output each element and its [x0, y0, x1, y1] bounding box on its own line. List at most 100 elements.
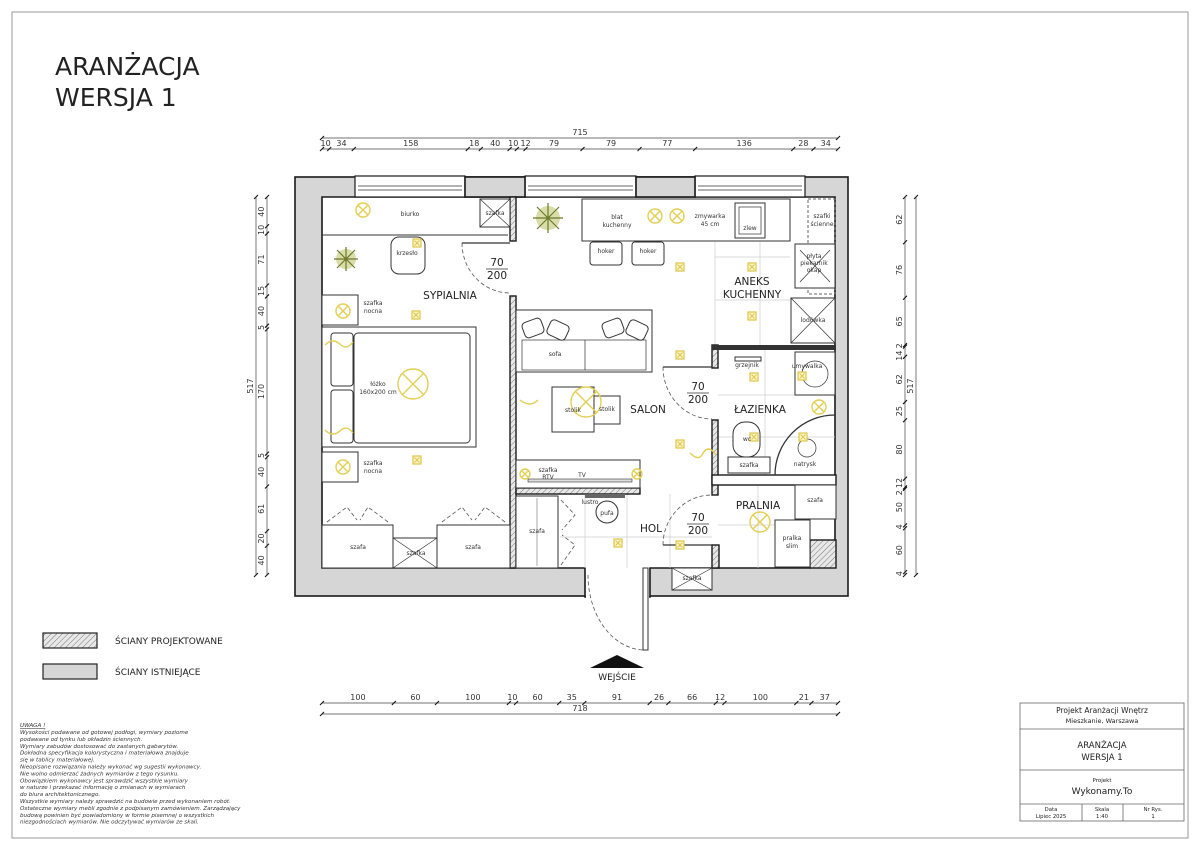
- light-point-icon: [675, 540, 685, 550]
- ceiling-lamp-icon: [811, 399, 827, 415]
- dimension-tick: [722, 700, 727, 706]
- dimension-tick: [580, 146, 585, 152]
- light-point-icon: [675, 350, 685, 360]
- notes-line: podawane od tynku lub okładzin ściennych…: [19, 736, 143, 743]
- legend-swatch-projected: [42, 632, 98, 649]
- bedroom-door[interactable]: [461, 242, 511, 294]
- room-label-hol: HOL: [640, 523, 662, 535]
- nightstand-2: [321, 451, 359, 483]
- label-pralka: slim: [786, 543, 798, 550]
- notes-line: Nie wolno odmierzać żadnych wymiarów z t…: [20, 770, 179, 777]
- dimension-value: 14: [895, 351, 904, 361]
- dimension-tick: [913, 572, 919, 578]
- label-pralka: pralka: [783, 535, 802, 542]
- radiator: [734, 356, 762, 362]
- bathroom-door[interactable]: [662, 366, 713, 420]
- lamp-cross: [633, 470, 641, 478]
- dimension-tick: [319, 135, 325, 141]
- dimension-tick: [319, 700, 325, 706]
- notes-heading: UWAGA !: [20, 723, 45, 729]
- window-1: [354, 175, 466, 198]
- label-szafka: szafka: [682, 575, 701, 582]
- light-switch-icon: [324, 340, 354, 348]
- dimension-tick: [264, 451, 270, 457]
- dimension-tick: [902, 417, 908, 423]
- light-point-icon: [412, 455, 422, 465]
- ceiling-lamp-icon: [355, 202, 371, 218]
- ceiling-lamp-icon: [570, 386, 602, 418]
- dimension-value: 100: [465, 693, 480, 702]
- dimension-value: 158: [403, 139, 418, 148]
- dimension-tick: [902, 344, 908, 349]
- room-label-aneks-1: ANEKS: [734, 276, 770, 288]
- light-point-icon: [747, 311, 757, 321]
- tb-location: Mieszkanie, Warszawa: [1066, 717, 1139, 725]
- dimension-value: 35: [567, 693, 577, 702]
- dimension-value: 715: [572, 128, 587, 137]
- dimension-value: 10: [507, 693, 517, 702]
- dimension-value: 79: [606, 139, 616, 148]
- dimension-tick: [902, 354, 908, 360]
- dimension-tick: [581, 700, 587, 706]
- dimension-tick: [902, 342, 908, 348]
- entrance-arrow-icon: [590, 655, 644, 668]
- light-point-icon: [411, 310, 421, 320]
- entrance-door[interactable]: [587, 567, 649, 651]
- dimension-tick: [666, 700, 671, 706]
- label-szafka-rtv: RTV: [542, 474, 554, 481]
- dimension-tick: [523, 146, 528, 152]
- door-height: 200: [487, 270, 507, 282]
- dimension-tick: [556, 700, 562, 706]
- light-point-cross: [677, 542, 683, 548]
- light-point-icon: [747, 262, 757, 272]
- ceiling-lamp-icon: [519, 468, 531, 480]
- sheet-border: [11, 11, 1189, 839]
- tb-drawing-title-2: WERSJA 1: [1081, 753, 1122, 763]
- label-szafka: szafka: [739, 462, 758, 469]
- dimension-tick: [264, 454, 270, 460]
- wardrobe-2: [436, 524, 511, 569]
- dimension-tick: [391, 700, 397, 706]
- dimension-tick: [326, 146, 332, 152]
- notes-line: w naturze i przekazać informację o zmian…: [20, 784, 186, 791]
- dimension-tick: [913, 194, 919, 200]
- dimension-tick: [835, 135, 841, 141]
- dimension-tick: [264, 231, 270, 236]
- dimension-tick: [264, 543, 270, 549]
- tb-date: Lipiec 2025: [1036, 814, 1067, 820]
- dimension-value: 62: [895, 215, 904, 225]
- notes-line: Wysokości podawane od gotowej podłogi, w…: [20, 729, 189, 736]
- lamp-circle: [397, 368, 429, 400]
- dimension-value: 28: [798, 139, 808, 148]
- dimension-value: 100: [350, 693, 365, 702]
- dimension-tick: [264, 326, 270, 332]
- dimension-value: 80: [895, 444, 904, 454]
- label-hoker: hoker: [598, 248, 615, 255]
- ceiling-lamp-icon: [647, 208, 663, 224]
- dimension-tick: [264, 484, 270, 489]
- dimension-tick: [835, 146, 841, 152]
- laundry-door[interactable]: [662, 494, 713, 546]
- dimension-tick: [351, 146, 357, 152]
- lamp-cross: [671, 210, 683, 222]
- notes-line: Wszystkie wymiary należy sprawdzić na bu…: [20, 798, 231, 805]
- label-stolik: stolik: [599, 406, 615, 413]
- label-szafka-nocna: szafka: [363, 300, 382, 307]
- label-szafka-nocna: szafka: [363, 460, 382, 467]
- dimension-tick: [507, 146, 513, 152]
- stool-2: [631, 241, 665, 266]
- dimension-value: 60: [895, 545, 904, 555]
- label-krzeslo: krzesło: [396, 250, 418, 257]
- tb-author: Wykonamy.To: [1072, 787, 1133, 797]
- room-label-lazienka: ŁAZIENKA: [733, 404, 787, 416]
- ceiling-lamp-icon: [631, 468, 643, 480]
- dimension-value: 20: [257, 533, 266, 543]
- light-point-cross: [677, 352, 683, 358]
- label-szafka-nocna: nocna: [364, 468, 383, 475]
- lamp-cross: [357, 204, 369, 216]
- dimension-value: 62: [895, 374, 904, 384]
- ceiling-lamp-icon: [335, 303, 351, 319]
- label-lozko-size: 160x200 cm: [359, 389, 397, 396]
- door-width: 70: [691, 381, 704, 393]
